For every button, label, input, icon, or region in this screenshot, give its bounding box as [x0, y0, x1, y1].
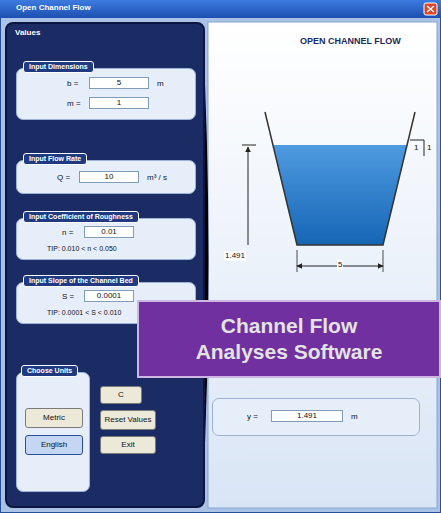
unit-button: Metric — [25, 408, 83, 428]
push-button: Reset Values — [100, 410, 156, 430]
field-label: Exit — [121, 440, 134, 450]
push-button: Exit — [100, 436, 156, 454]
input-group: Input Flow RateQ =10m³ / s — [16, 160, 196, 194]
field-label: S = — [62, 292, 74, 302]
width-tick — [383, 250, 384, 272]
group-header: Choose Units — [21, 365, 78, 377]
slope-number: 1 — [414, 143, 418, 153]
window-title: Open Channel Flow — [16, 3, 91, 13]
tip-text: TIP: 0.0001 < S < 0.010 — [47, 309, 121, 317]
group-header: Input Slope of the Channel Bed — [23, 275, 139, 287]
width-value: 5 — [337, 260, 343, 270]
app-heading: OPEN CHANNEL FLOW — [300, 36, 401, 47]
input-group: Input Dimensionsb =5mm =1 — [16, 68, 196, 120]
input-group: Input Coefficient of Roughnessn =0.01TIP… — [16, 218, 196, 260]
input-value: 0.01 — [84, 226, 134, 238]
slope-number: 1 — [427, 143, 431, 153]
field-label: Metric — [43, 413, 65, 423]
field-label: English — [41, 440, 67, 450]
depth-tick — [242, 145, 256, 146]
input-value: 1 — [89, 97, 149, 109]
result-box: y = 1.491 m — [212, 398, 420, 436]
field-label: m³ / s — [147, 173, 167, 183]
unit-button: English — [25, 435, 83, 455]
field-label: m = — [67, 99, 81, 109]
group-header: Input Flow Rate — [23, 153, 87, 165]
tip-text: TIP: 0.010 < n < 0.050 — [47, 245, 117, 253]
input-value: 1.491 — [271, 410, 343, 422]
promo-banner: Channel Flow Analyses Software — [137, 300, 441, 378]
values-panel: Input Dimensions b = 5m m = 1Input Flow Rate… — [5, 22, 205, 508]
slope-triangle — [410, 140, 424, 156]
channel-walls — [265, 112, 415, 245]
push-button: C — [100, 386, 142, 404]
field-label: y = — [247, 412, 258, 422]
field-label: Q = — [57, 173, 70, 183]
units-group: MetricEnglishChoose Units — [16, 372, 90, 492]
depth-arrow — [248, 147, 249, 245]
field-label: Channel Flow Analyses Software — [189, 313, 389, 366]
field-label: Reset Values — [105, 415, 152, 425]
group-header: Input Coefficient of Roughness — [23, 211, 139, 223]
field-label: m — [351, 412, 358, 422]
input-value: 10 — [79, 171, 139, 183]
input-value: 5 — [89, 77, 149, 89]
width-tick — [297, 250, 298, 272]
title-bar — [0, 0, 441, 18]
group-header: Input Dimensions — [23, 61, 94, 73]
field-label: b = — [67, 79, 78, 89]
field-label: m — [157, 79, 164, 89]
close-cross — [427, 6, 434, 12]
field-label: n = — [62, 228, 73, 238]
input-value: 0.0001 — [84, 290, 134, 302]
drawing-area — [208, 22, 437, 508]
field-label: C — [118, 390, 124, 400]
depth-value: 1.491 — [224, 251, 246, 261]
field-label: Values — [15, 28, 40, 38]
close-button — [424, 3, 437, 15]
